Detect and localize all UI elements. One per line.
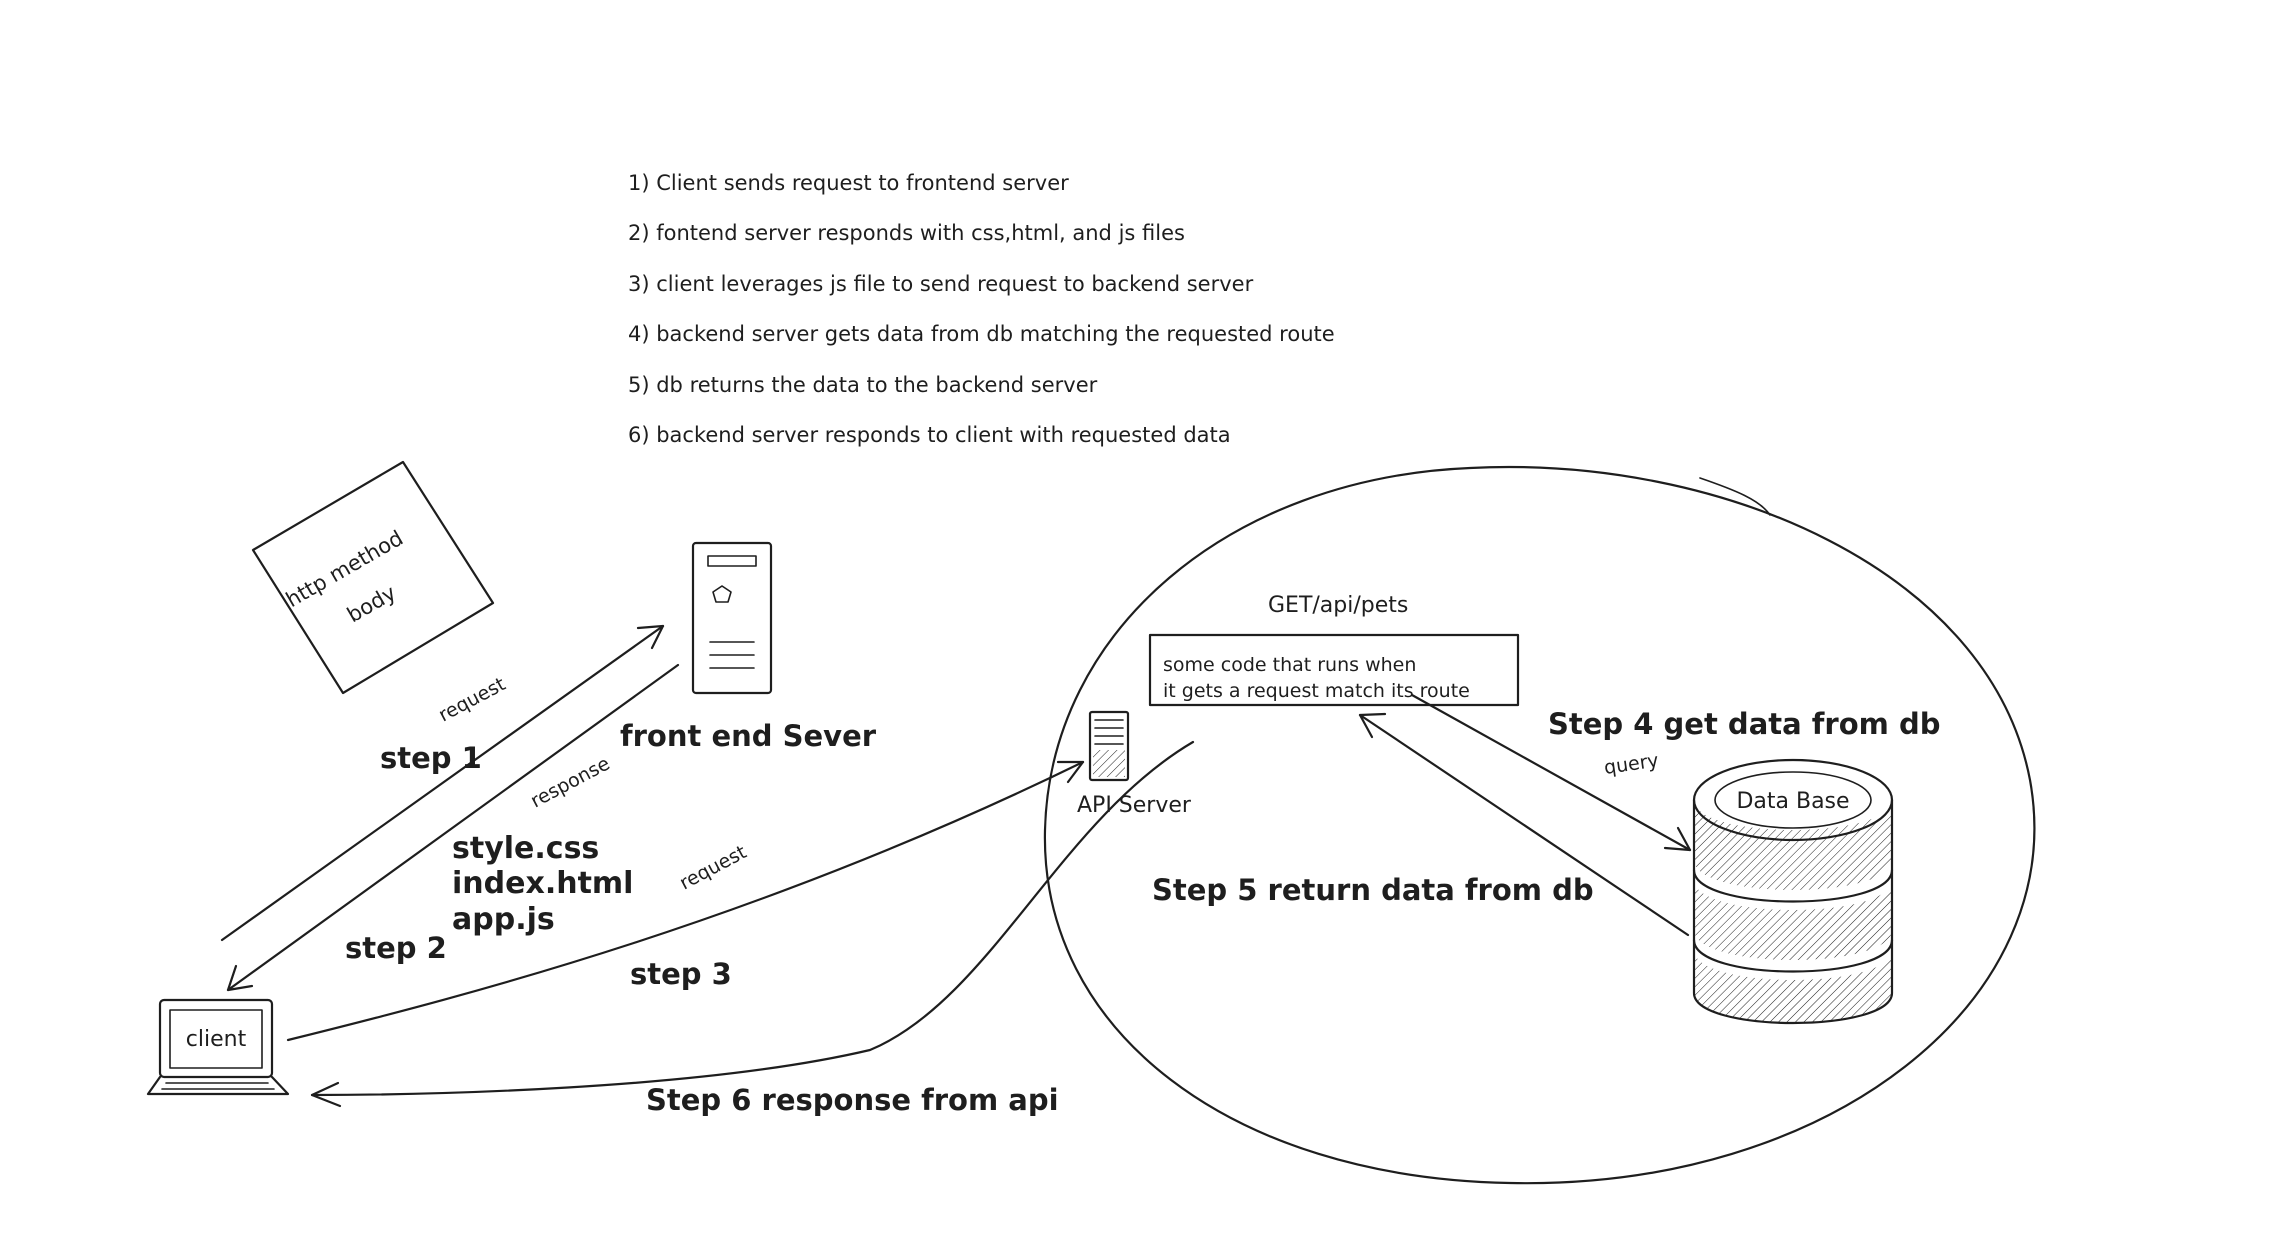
note-card-border — [251, 460, 495, 695]
database-icon — [1692, 758, 1894, 1024]
step2-label: step 2 — [345, 931, 447, 965]
route-handler-box — [1148, 633, 1520, 707]
route-code-line: some code that runs when — [1163, 654, 1416, 676]
route-path-label: GET/api/pets — [1268, 593, 1408, 618]
step5-return-arrow — [1358, 712, 1690, 937]
steps-list-item: 4) backend server gets data from db matc… — [628, 322, 1335, 346]
route-code-line: it gets a request match its route — [1163, 680, 1470, 702]
step4-query-arrow — [1410, 693, 1692, 852]
step2-response-arrow — [226, 663, 680, 992]
file-label: style.css — [452, 831, 599, 866]
step1-request-label: request — [435, 673, 509, 726]
file-label: app.js — [452, 902, 555, 937]
step5-label: Step 5 return data from db — [1152, 873, 1594, 907]
database-label: Data Base — [1736, 789, 1849, 814]
step3-request-arrow — [286, 760, 1085, 1042]
api-server-label: API Server — [1077, 793, 1192, 818]
api-server-icon — [1088, 710, 1130, 782]
step6-label: Step 6 response from api — [646, 1083, 1059, 1117]
step4-label: Step 4 get data from db — [1548, 707, 1940, 741]
steps-list-item: 3) client leverages js file to send requ… — [628, 272, 1254, 296]
steps-list: 1) Client sends request to frontend serv… — [628, 171, 1335, 447]
steps-list-item: 5) db returns the data to the backend se… — [628, 373, 1098, 397]
step1-label: step 1 — [380, 741, 482, 775]
steps-list-item: 1) Client sends request to frontend serv… — [628, 171, 1069, 195]
backend-boundary-ellipse — [1043, 465, 2036, 1185]
step2-response-label: response — [527, 752, 614, 812]
steps-list-item: 6) backend server responds to client wit… — [628, 423, 1231, 447]
step6-response-arrow — [310, 740, 1195, 1108]
frontend-server-icon — [691, 541, 773, 695]
frontend-server-label: front end Sever — [620, 719, 877, 753]
query-label: query — [1603, 750, 1660, 779]
client-label: client — [186, 1027, 247, 1052]
step3-label: step 3 — [630, 957, 732, 991]
steps-list-item: 2) fontend server responds with css,html… — [628, 221, 1185, 245]
body-label: body — [343, 581, 400, 628]
step1-request-arrow — [220, 624, 665, 942]
step3-request-label: request — [676, 841, 750, 894]
client-laptop-icon — [146, 998, 290, 1096]
http-note-card: http method body — [251, 460, 495, 695]
file-label: index.html — [452, 866, 633, 901]
